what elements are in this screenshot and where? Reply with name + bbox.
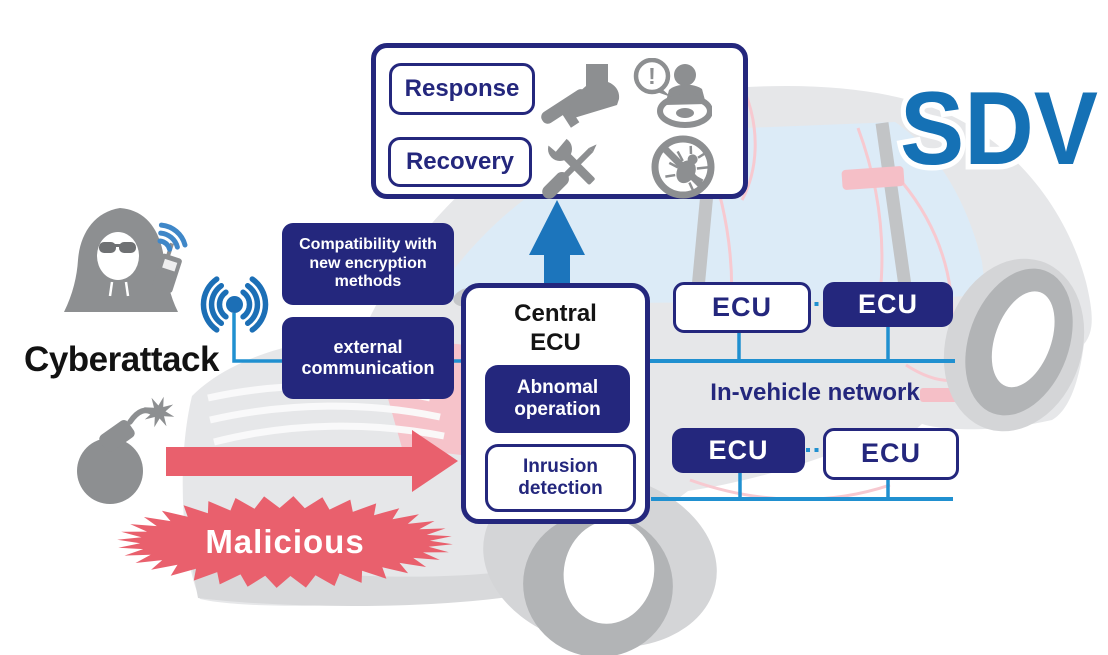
starburst-shape bbox=[117, 496, 453, 588]
abnormal-operation-box: Abnomal operation bbox=[485, 365, 630, 433]
ecu-node: ECU bbox=[672, 428, 805, 473]
central-title-line: Central bbox=[514, 300, 597, 327]
intrusion-line: detection bbox=[518, 478, 603, 499]
in-vehicle-network-label: In-vehicle network bbox=[710, 379, 920, 406]
compatibility-line: Compatibility with bbox=[299, 235, 437, 253]
central-ecu-title: Central ECU bbox=[466, 299, 645, 358]
response-label: Response bbox=[404, 75, 520, 102]
malicious-burst: Malicious bbox=[112, 493, 458, 591]
ecu-node: ECU bbox=[673, 282, 811, 333]
radio-phone-icon bbox=[152, 242, 182, 293]
response-recovery-panel: Response Recovery ! bbox=[371, 43, 748, 199]
wifi-signal-icon bbox=[157, 222, 188, 252]
spark-icon bbox=[143, 396, 175, 428]
central-ecu-box: Central ECU Abnomal operation Inrusion d… bbox=[461, 283, 650, 524]
abnormal-line: Abnomal bbox=[516, 376, 599, 398]
external-line: external bbox=[333, 336, 403, 357]
response-pill: Response bbox=[389, 63, 535, 115]
exclamation-glyph: ! bbox=[648, 63, 656, 89]
no-bug-icon bbox=[651, 135, 715, 199]
bomb-icon bbox=[77, 396, 175, 504]
compatibility-box: Compatibility with new encryption method… bbox=[282, 223, 454, 305]
attack-arrow-icon bbox=[166, 430, 458, 492]
central-title-line: ECU bbox=[530, 329, 581, 357]
external-line: communication bbox=[301, 358, 435, 378]
ecu-label: ECU bbox=[711, 291, 772, 322]
external-communication-box: external communication bbox=[282, 317, 454, 399]
cyberattack-label: Cyberattack bbox=[24, 340, 219, 379]
sdv-title: SDV bbox=[895, 66, 1104, 181]
repair-tools-icon bbox=[542, 132, 597, 199]
malicious-label: Malicious bbox=[205, 523, 365, 560]
ecu-label: ECU bbox=[708, 434, 769, 465]
antenna-icon bbox=[200, 276, 269, 333]
compatibility-line: new encryption bbox=[309, 254, 427, 272]
recovery-label: Recovery bbox=[405, 148, 515, 175]
escalation-arrow-icon bbox=[529, 200, 585, 284]
intrusion-line: Inrusion bbox=[523, 456, 598, 478]
compatibility-line: methods bbox=[334, 273, 402, 291]
sdv-label: SDV bbox=[900, 71, 1098, 180]
ecu-label: ECU bbox=[857, 288, 918, 319]
recovery-pill: Recovery bbox=[388, 137, 532, 187]
driver-alert-icon: ! bbox=[633, 58, 712, 128]
abnormal-line: operation bbox=[514, 399, 601, 420]
ecu-node: ECU bbox=[823, 428, 959, 480]
hacker-icon bbox=[64, 208, 188, 312]
ecu-label: ECU bbox=[860, 438, 921, 469]
intrusion-detection-box: Inrusion detection bbox=[485, 444, 636, 512]
ecu-node: ECU bbox=[823, 282, 953, 327]
brake-pedal-icon bbox=[541, 64, 620, 128]
